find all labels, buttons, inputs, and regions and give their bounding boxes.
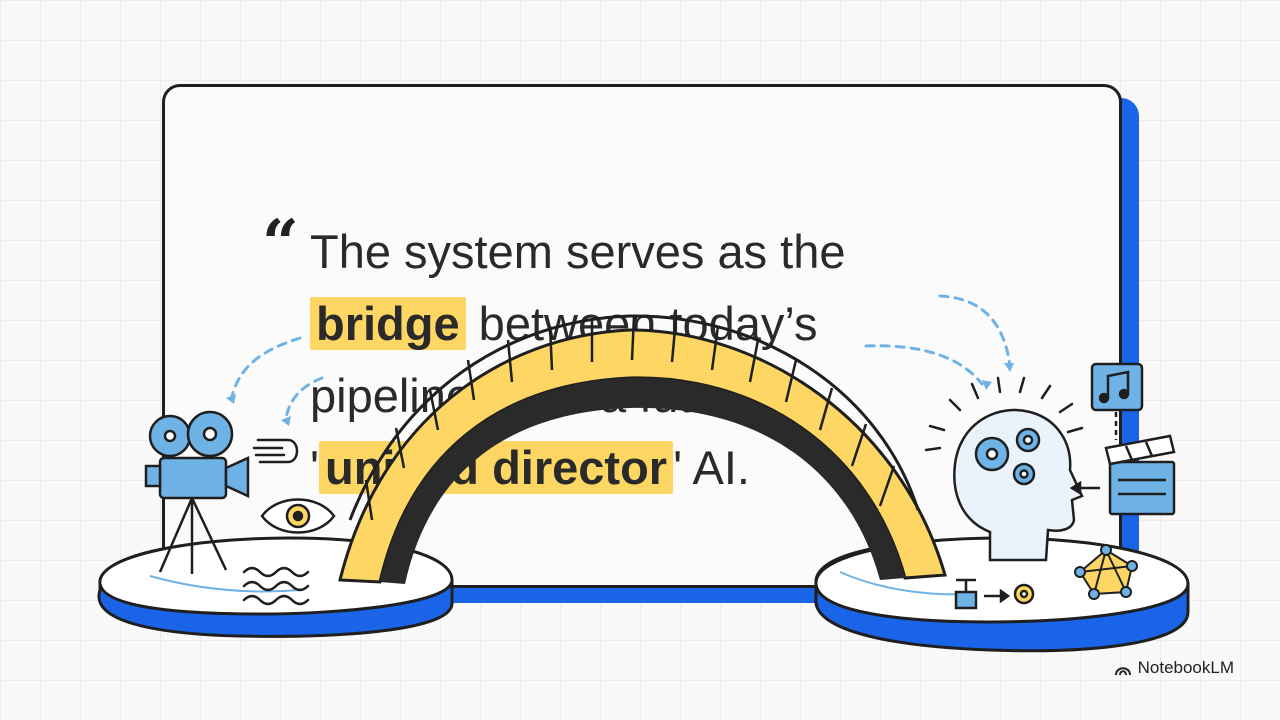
arrow-head-2: [281, 416, 291, 426]
idea-rays-icon: [924, 376, 1084, 452]
arrow-head-3: [982, 380, 992, 390]
dashed-arrow-right-mid: [864, 344, 984, 386]
arrow-head-4: [1004, 363, 1014, 372]
arrow-heads: [226, 363, 1014, 426]
dashed-arrows: [230, 294, 1012, 420]
bridge: [338, 314, 947, 584]
clapperboard-icon: [1069, 434, 1176, 516]
notebooklm-logo-icon: [1114, 667, 1131, 676]
quote-line-1: The system serves as the: [310, 225, 846, 278]
network-graph-icon: [1074, 544, 1138, 600]
dashed-arrow-right-top: [938, 294, 1012, 368]
quote-line-4-suffix: ' AI.: [673, 441, 750, 494]
quote-line-4-prefix: ': [310, 441, 319, 494]
brand-name: NotebookLM: [1137, 658, 1234, 677]
arrow-head-1: [226, 394, 236, 404]
dashed-arrow-left-top: [230, 336, 302, 398]
music-note-icon: [1090, 362, 1144, 440]
lever-to-gear-icon: [954, 578, 1035, 610]
head-gears-icon: [953, 408, 1084, 562]
dashed-arrow-left-bottom: [284, 376, 324, 420]
waves-icon: [242, 566, 310, 606]
highlight-bridge: bridge: [310, 297, 466, 350]
quote-mark-icon: “: [262, 206, 299, 281]
eye-icon: [260, 498, 336, 534]
sound-lines-icon: [252, 438, 299, 464]
film-camera-icon: [144, 410, 250, 574]
brand-logo: NotebookLM: [1114, 658, 1234, 678]
